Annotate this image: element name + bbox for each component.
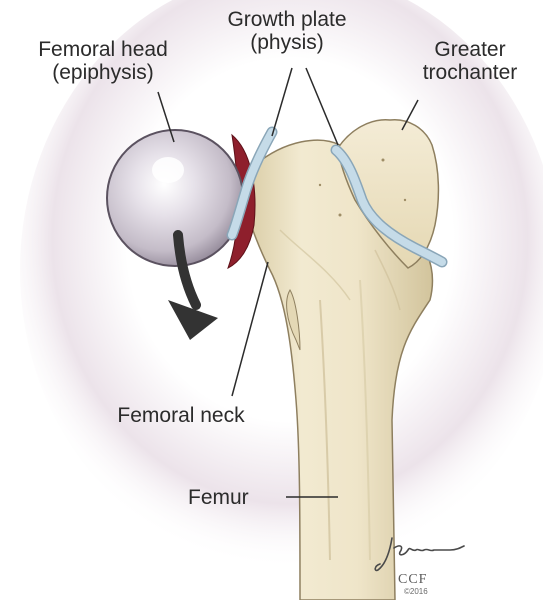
femoral-head-highlight — [152, 157, 184, 183]
credit-copyright: ©2016 — [404, 587, 428, 596]
greater-trochanter-label: Greater trochanter — [404, 38, 536, 84]
bone-speckle — [339, 214, 342, 217]
growth-plate-label: Growth plate (physis) — [212, 8, 362, 54]
femoral-head-label-line1: Femoral head — [8, 38, 198, 61]
femoral-head-label-line2: (epiphysis) — [8, 61, 198, 84]
growth-plate-label-line1: Growth plate — [212, 8, 362, 31]
femoral-neck-label: Femoral neck — [86, 404, 276, 427]
greater-trochanter-label-line2: trochanter — [404, 61, 536, 84]
bone-speckle — [404, 199, 406, 201]
credit-organization: CCF — [398, 572, 427, 588]
greater-trochanter-label-line1: Greater — [404, 38, 536, 61]
growth-plate-label-line2: (physis) — [212, 31, 362, 54]
bone-speckle — [319, 184, 321, 186]
bone-speckle — [382, 159, 385, 162]
femoral-head-label: Femoral head (epiphysis) — [8, 38, 198, 84]
femur-label: Femur — [188, 486, 268, 509]
